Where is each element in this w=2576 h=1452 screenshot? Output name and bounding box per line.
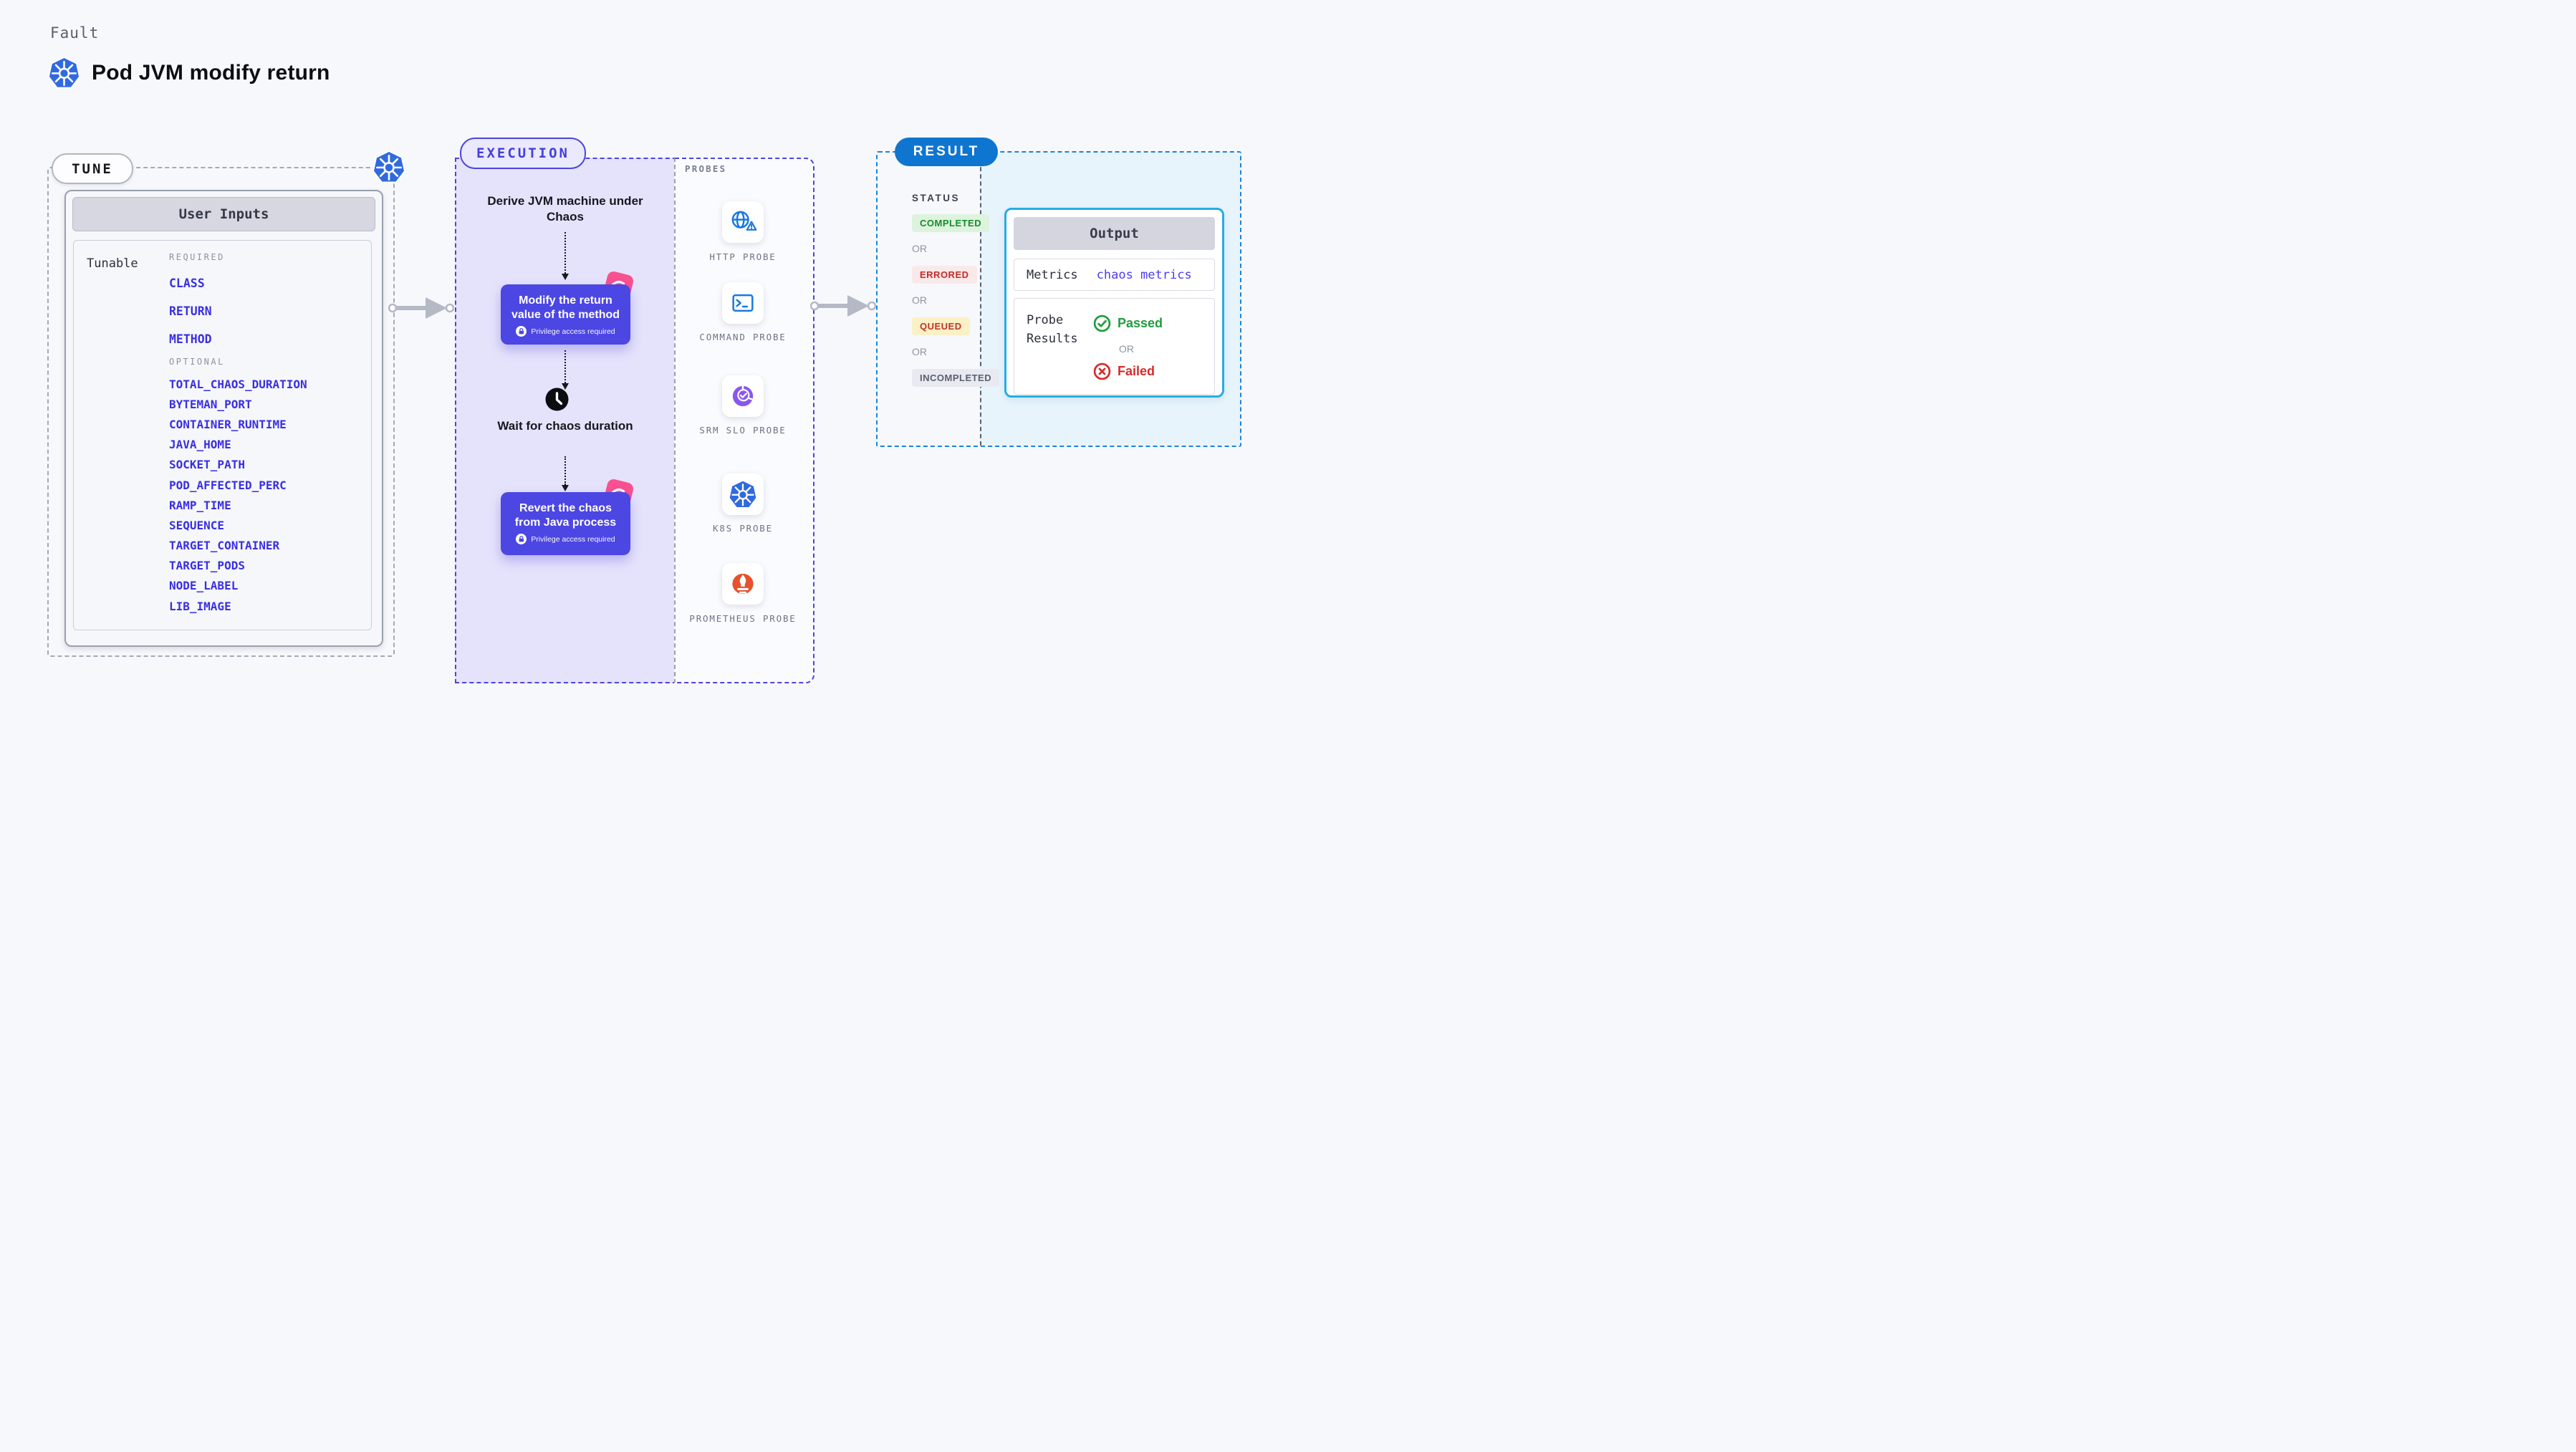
lock-icon <box>516 534 527 545</box>
http-probe-card <box>722 201 764 243</box>
x-circle-icon <box>1093 362 1111 380</box>
optional-items: TOTAL_CHAOS_DURATION BYTEMAN_PORT CONTAI… <box>169 374 368 616</box>
metrics-label: Metrics <box>1027 267 1078 282</box>
probe-results-label: Probe Results <box>1027 313 1078 346</box>
status-badge-queued: QUEUED <box>912 317 970 335</box>
probes-column-label: PROBES <box>685 163 727 174</box>
optional-group-label: OPTIONAL <box>169 357 225 367</box>
user-inputs-card: User Inputs Tunable REQUIRED CLASS RETUR… <box>64 190 383 647</box>
user-inputs-title: User Inputs <box>72 197 375 231</box>
tune-section-boundary <box>47 167 395 657</box>
flow-connector-1 <box>561 232 569 280</box>
privilege-badge-text: Privilege access required <box>531 327 615 336</box>
required-items: CLASS RETURN METHOD <box>169 269 368 353</box>
lock-icon <box>516 326 527 337</box>
input-sequence[interactable]: SEQUENCE <box>169 518 225 532</box>
input-class[interactable]: CLASS <box>169 277 205 290</box>
execution-section-pill: EXECUTION <box>460 138 586 169</box>
http-probe-icon <box>729 208 757 236</box>
prometheus-probe-card <box>722 563 764 605</box>
result-section-pill: RESULT <box>895 138 998 166</box>
user-inputs-list: Tunable REQUIRED CLASS RETURN METHOD OPT… <box>73 240 372 630</box>
execution-section-panel <box>455 158 677 683</box>
privilege-badge-text: Privilege access required <box>531 534 615 544</box>
http-probe-label: HTTP PROBE <box>709 251 777 262</box>
input-container-runtime[interactable]: CONTAINER_RUNTIME <box>169 417 287 431</box>
metrics-row: Metrics chaos metrics <box>1014 259 1215 291</box>
input-target-pods[interactable]: TARGET_PODS <box>169 559 245 573</box>
or-separator: OR <box>1119 343 1134 355</box>
or-separator: OR <box>912 346 927 357</box>
required-group-label: REQUIRED <box>169 252 225 262</box>
check-circle-icon <box>1093 314 1111 332</box>
page-title: Pod JVM modify return <box>92 60 330 85</box>
input-ramp-time[interactable]: RAMP_TIME <box>169 498 231 512</box>
status-column-label: STATUS <box>912 193 960 203</box>
input-socket-path[interactable]: SOCKET_PATH <box>169 458 245 472</box>
prometheus-probe-icon <box>729 569 757 598</box>
status-badge-completed: COMPLETED <box>912 214 990 232</box>
page-kicker: Fault <box>50 24 100 42</box>
k8s-probe-label: K8S PROBE <box>713 523 773 534</box>
passed-result: Passed <box>1093 314 1163 332</box>
result-section-boundary: STATUS COMPLETED OR ERRORED OR QUEUED OR… <box>876 151 1241 447</box>
command-probe-label: COMMAND PROBE <box>699 332 787 342</box>
input-byteman-port[interactable]: BYTEMAN_PORT <box>169 397 252 411</box>
command-probe-card <box>722 282 764 324</box>
failed-label: Failed <box>1118 364 1155 378</box>
input-java-home[interactable]: JAVA_HOME <box>169 438 231 452</box>
prometheus-probe-label: PROMETHEUS PROBE <box>689 613 797 624</box>
revert-step-title: Revert the chaos from Java process <box>514 502 617 529</box>
srm-slo-probe-label: SRM SLO PROBE <box>699 425 787 436</box>
input-return[interactable]: RETURN <box>169 304 212 318</box>
wait-step-text: Wait for chaos duration <box>497 419 633 433</box>
output-card: Output Metrics chaos metrics Probe Resul… <box>1004 208 1224 398</box>
input-node-label[interactable]: NODE_LABEL <box>169 579 239 593</box>
flow-connector-2 <box>561 350 569 390</box>
srm-slo-probe-card <box>722 375 764 417</box>
tune-section-pill: TUNE <box>52 153 133 184</box>
failed-result: Failed <box>1093 362 1155 380</box>
kubernetes-icon <box>47 56 81 90</box>
command-probe-icon <box>729 289 757 317</box>
revert-chaos-step: Revert the chaos from Java process Privi… <box>501 492 630 555</box>
or-separator: OR <box>912 294 927 306</box>
modify-return-step: Modify the return value of the method Pr… <box>501 284 630 345</box>
tunable-label: Tunable <box>87 256 138 271</box>
status-badge-incompleted: INCOMPLETED <box>912 369 1000 387</box>
input-target-container[interactable]: TARGET_CONTAINER <box>169 539 280 553</box>
page-header: Pod JVM modify return <box>47 56 330 90</box>
or-separator: OR <box>912 243 927 254</box>
flow-connector-3 <box>561 456 569 491</box>
passed-label: Passed <box>1118 316 1163 330</box>
input-lib-image[interactable]: LIB_IMAGE <box>169 599 231 613</box>
execution-to-result-arrow <box>810 293 876 319</box>
k8s-probe-card <box>722 473 764 515</box>
srm-slo-probe-icon <box>729 382 757 410</box>
output-card-title: Output <box>1014 217 1215 250</box>
metrics-value[interactable]: chaos metrics <box>1096 267 1192 282</box>
clock-icon <box>545 388 569 411</box>
input-method[interactable]: METHOD <box>169 332 212 346</box>
input-pod-affected-perc[interactable]: POD_AFFECTED_PERC <box>169 478 287 492</box>
input-total-chaos-duration[interactable]: TOTAL_CHAOS_DURATION <box>169 377 307 391</box>
modify-step-title: Modify the return value of the method <box>511 294 620 321</box>
k8s-probe-icon <box>728 479 758 509</box>
tune-to-execution-arrow <box>388 295 454 321</box>
status-badge-errored: ERRORED <box>912 266 977 284</box>
probe-results-row: Probe Results Passed OR Failed <box>1014 298 1215 395</box>
kubernetes-corner-icon <box>372 150 406 184</box>
derive-step-text: Derive JVM machine under Chaos <box>487 194 643 224</box>
fault-diagram-page: Fault Pod JVM modify return TUNE User In… <box>0 0 1288 726</box>
